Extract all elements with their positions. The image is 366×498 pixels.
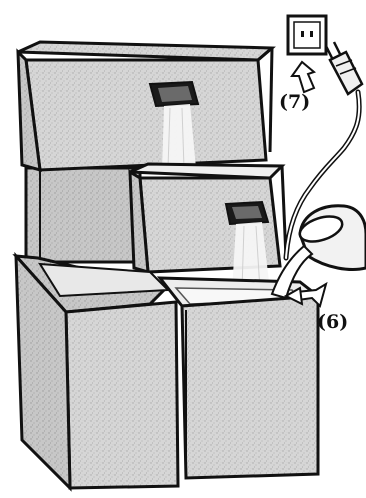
rear-column (26, 168, 140, 262)
plug-icon (326, 42, 362, 94)
top-basin (18, 42, 272, 170)
arrow-step-7-icon (292, 62, 314, 92)
bottom-left-block (16, 256, 178, 488)
water-stream-top (162, 104, 196, 170)
step-7-label: (7) (279, 91, 310, 113)
pitcher-icon (297, 206, 366, 270)
bottom-right-basin (160, 278, 318, 478)
step-6-label: (6) (317, 311, 348, 333)
wall-outlet-icon (288, 16, 326, 54)
